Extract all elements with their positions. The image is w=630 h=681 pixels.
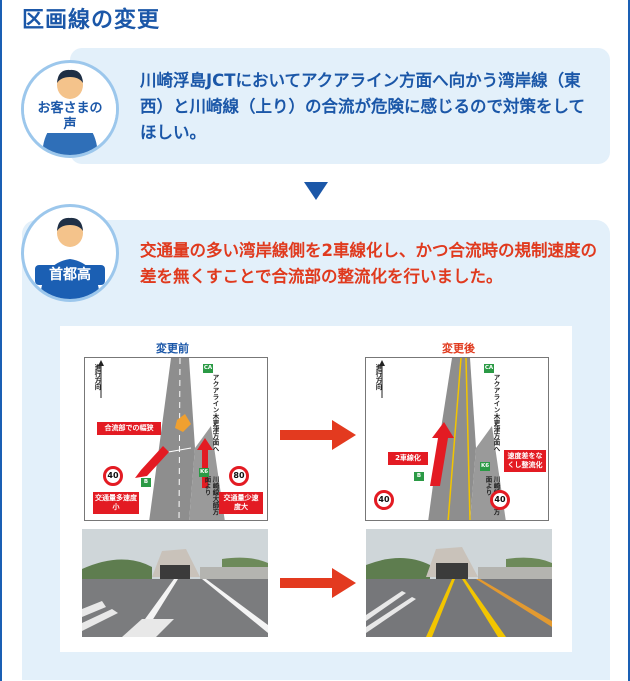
after-speed-sign-left: 40 — [374, 490, 394, 510]
before-road-photo — [82, 529, 268, 637]
after-b-badge: B — [414, 472, 424, 481]
after-direction-label: 進行方向 — [374, 364, 382, 390]
before-ca-badge: CA — [203, 364, 213, 373]
before-aqua-dest: アクアライン木更津方面へ — [211, 374, 219, 452]
customer-avatar: お客さまの 声 — [21, 60, 119, 158]
before-tag-heavy: 交通量多速度小 — [93, 492, 139, 514]
customer-voice-text: 川崎浮島JCTにおいてアクアライン方面へ向かう湾岸線（東西）と川崎線（上り）の合… — [140, 71, 586, 142]
before-speed-sign-left: 40 — [103, 466, 123, 486]
before-direction-label: 進行方向 — [93, 364, 101, 390]
after-road-photo — [366, 529, 552, 637]
after-photo-illustration — [366, 529, 552, 637]
down-arrow-icon — [304, 182, 328, 200]
before-road-map — [98, 358, 225, 520]
after-label: 変更後 — [442, 342, 475, 355]
arrow-right-icon — [280, 568, 356, 598]
page-title: 区画線の変更 — [22, 8, 161, 33]
after-speed-sign-right: 40 — [490, 490, 510, 510]
shutoko-response-text: 交通量の多い湾岸線側を2車線化し、かつ合流時の規制速度の差を無くすことで合流部の… — [140, 241, 597, 286]
before-b-badge: B — [141, 478, 151, 487]
customer-label-line1: お客さまの — [37, 101, 103, 116]
before-label: 変更前 — [156, 342, 189, 355]
before-photo-illustration — [82, 529, 268, 637]
shutoko-label: 首都高 — [35, 265, 105, 285]
shutoko-avatar: 首都高 — [21, 204, 119, 302]
before-after-figure: 変更前 変更後 進行方向 アクアライン木更津方面へ 川崎線大師方面より CA K… — [60, 326, 572, 652]
staff-person-icon — [40, 217, 100, 299]
customer-voice-bubble — [70, 48, 610, 164]
customer-label: お客さまの 声 — [24, 101, 116, 133]
before-tag-merge: 合流部での幅狭 — [97, 422, 161, 435]
before-tag-light: 交通量少速度大 — [219, 492, 263, 514]
before-diagram: 進行方向 アクアライン木更津方面へ 川崎線大師方面より CA K6 B 合流部で… — [84, 357, 268, 521]
before-speed-sign-right: 80 — [229, 466, 249, 486]
before-k6-badge: K6 — [199, 468, 209, 477]
after-tag-speed: 速度差をなくし整流化 — [504, 450, 546, 472]
after-diagram: 進行方向 アクアライン木更津方面へ 川崎線大師方面より CA K6 B 2車線化… — [365, 357, 549, 521]
after-ca-badge: CA — [484, 364, 494, 373]
arrow-right-icon — [280, 420, 356, 450]
after-tag-two-lane: 2車線化 — [388, 452, 428, 465]
after-aqua-dest: アクアライン木更津方面へ — [492, 374, 500, 452]
after-k6-badge: K6 — [480, 462, 490, 471]
before-kawasaki-src: 川崎線大師方面より — [203, 476, 219, 515]
customer-label-line2: 声 — [63, 117, 77, 132]
